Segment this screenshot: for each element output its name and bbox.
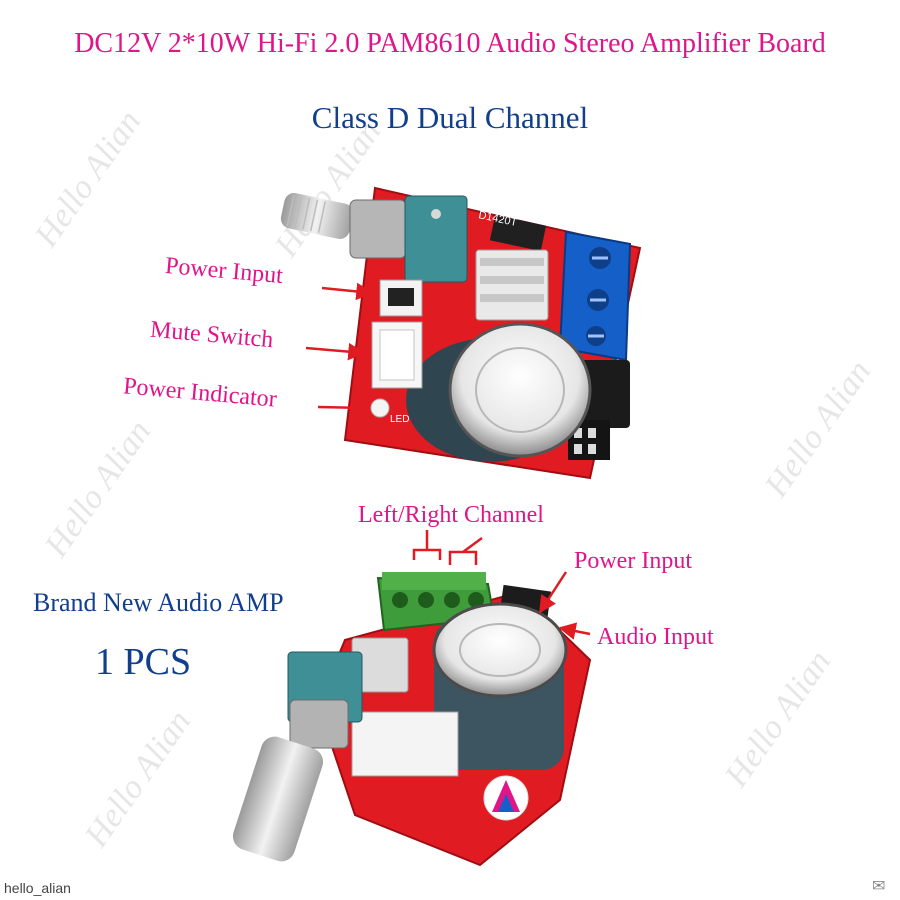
blue-speaker-terminal bbox=[558, 230, 632, 362]
arrow-mute-switch bbox=[305, 342, 366, 361]
page-title: DC12V 2*10W Hi-Fi 2.0 PAM8610 Audio Ster… bbox=[74, 28, 826, 59]
power-led bbox=[370, 398, 390, 418]
callout-power-input-bottom: Power Input bbox=[574, 548, 692, 574]
bottom-capacitor bbox=[432, 602, 568, 770]
arrow-power-input-top bbox=[321, 282, 374, 301]
callout-audio-input: Audio Input bbox=[597, 624, 714, 650]
callout-left-right-channel: Left/Right Channel bbox=[358, 502, 544, 528]
seller-logo-icon bbox=[483, 775, 529, 821]
heatsink bbox=[475, 249, 549, 321]
amplifier-ic bbox=[489, 214, 547, 252]
electrolytic-capacitor bbox=[406, 322, 592, 462]
arrow-power-indicator bbox=[317, 398, 368, 417]
bottom-volume-knob bbox=[232, 651, 363, 862]
arrow-power-input-bottom bbox=[538, 571, 568, 614]
seller-footer: hello_alian bbox=[4, 880, 71, 896]
page-subtitle: Class D Dual Channel bbox=[311, 100, 589, 135]
promo-quantity: 1 PCS bbox=[95, 641, 192, 683]
mute-switch-connector bbox=[371, 321, 423, 389]
power-jumper bbox=[379, 279, 423, 317]
bottom-amplifier-board bbox=[232, 572, 592, 867]
top-amplifier-board bbox=[280, 186, 642, 480]
top-volume-knob bbox=[280, 192, 468, 283]
arrow-audio-input bbox=[558, 622, 591, 640]
left-right-bracket bbox=[412, 530, 483, 565]
silkscreen-led-label: LED bbox=[390, 414, 409, 425]
bottom-white-connector bbox=[351, 711, 459, 777]
promo-brand-new: Brand New Audio AMP bbox=[33, 588, 284, 617]
ebay-icon: ✉ bbox=[872, 878, 886, 895]
